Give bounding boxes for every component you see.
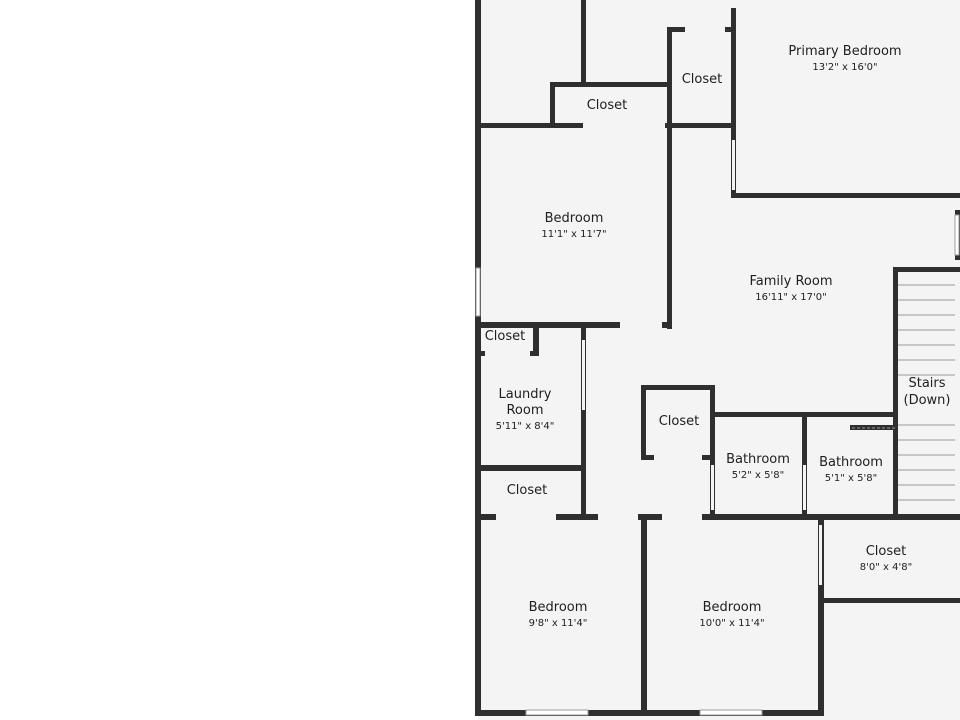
- room-labels: Primary Bedroom 13'2" x 16'0" Closet Clo…: [485, 44, 951, 629]
- laundry-room-label: Laundry: [499, 387, 552, 402]
- closet-lower-right-label: Closet: [866, 544, 907, 559]
- bedroom-upper-label: Bedroom: [545, 211, 604, 226]
- closet-lower-left-label: Closet: [507, 483, 548, 498]
- bedroom-lower-left-dimensions: 9'8" x 11'4": [529, 618, 588, 629]
- door-openings: [485, 27, 822, 585]
- bathroom-2-dimensions: 5'1" x 5'8": [825, 473, 877, 484]
- bedroom-upper-dimensions: 11'1" x 11'7": [541, 229, 606, 240]
- laundry-room-dimensions: 5'11" x 8'4": [496, 421, 555, 432]
- closet-laundry-label: Closet: [485, 329, 526, 344]
- bedroom-lower-left-label: Bedroom: [529, 600, 588, 615]
- bathroom-1-label: Bathroom: [726, 452, 790, 467]
- windows: [475, 214, 960, 716]
- primary-bedroom-dimensions: 13'2" x 16'0": [812, 62, 877, 73]
- family-room-label: Family Room: [750, 274, 833, 289]
- bedroom-lower-mid-dimensions: 10'0" x 11'4": [699, 618, 764, 629]
- stairs-direction-label: (Down): [904, 393, 951, 408]
- bedroom-lower-mid-label: Bedroom: [703, 600, 762, 615]
- closet-lower-right-dimensions: 8'0" x 4'8": [860, 562, 912, 573]
- closet-center-label: Closet: [659, 414, 700, 429]
- stairs-label: Stairs: [908, 376, 945, 391]
- stair-treads: [852, 284, 955, 501]
- primary-bedroom-label: Primary Bedroom: [788, 44, 901, 59]
- bathroom-1-dimensions: 5'2" x 5'8": [732, 470, 784, 481]
- laundry-room-label-2: Room: [506, 403, 543, 418]
- closet-top-right-label: Closet: [682, 72, 723, 87]
- closet-top-mid-label: Closet: [587, 98, 628, 113]
- bathroom-2-label: Bathroom: [819, 455, 883, 470]
- family-room-dimensions: 16'11" x 17'0": [755, 292, 827, 303]
